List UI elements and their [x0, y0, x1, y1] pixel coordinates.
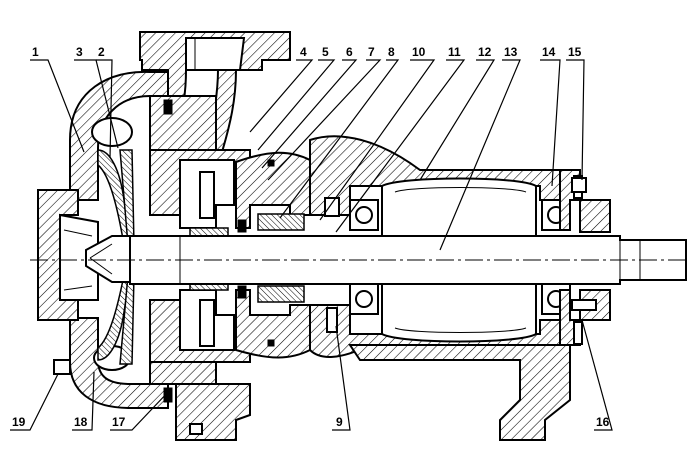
callout-7: 7 — [368, 45, 375, 59]
bolts — [53, 99, 597, 403]
callout-13: 13 — [504, 45, 518, 59]
callout-9: 9 — [336, 415, 343, 429]
callout-10: 10 — [412, 45, 426, 59]
casing-foot — [175, 383, 251, 441]
leader-lines — [10, 59, 613, 431]
callout-14: 14 — [542, 45, 556, 59]
callout-4: 4 — [300, 45, 307, 59]
callout-16: 16 — [596, 415, 610, 429]
callout-11: 11 — [448, 45, 461, 59]
callout-2: 2 — [98, 45, 105, 59]
callout-labels: 1 2 3 4 5 6 7 8 9 10 11 12 13 14 15 16 1… — [12, 45, 610, 429]
callout-3: 3 — [76, 45, 83, 59]
mechanical-seal — [235, 151, 311, 359]
callout-5: 5 — [322, 45, 329, 59]
callout-18: 18 — [74, 415, 88, 429]
callout-8: 8 — [388, 45, 395, 59]
callout-19: 19 — [12, 415, 26, 429]
callout-12: 12 — [478, 45, 492, 59]
callout-1: 1 — [32, 45, 39, 59]
callout-17: 17 — [112, 415, 126, 429]
callout-6: 6 — [346, 45, 353, 59]
callout-15: 15 — [568, 45, 582, 59]
impeller — [85, 149, 137, 365]
suction-cover — [37, 189, 99, 321]
